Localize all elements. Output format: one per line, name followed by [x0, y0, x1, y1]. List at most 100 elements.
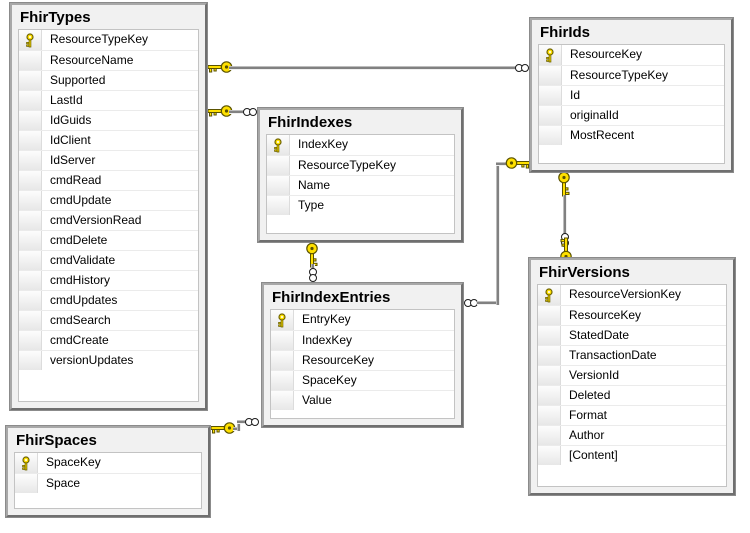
- column-row[interactable]: cmdDelete: [19, 230, 198, 250]
- column-row[interactable]: SpaceKey: [15, 453, 201, 473]
- column-row[interactable]: Supported: [19, 70, 198, 90]
- column-row[interactable]: [Content]: [538, 445, 726, 465]
- column-row[interactable]: StatedDate: [538, 325, 726, 345]
- column-row[interactable]: cmdUpdate: [19, 190, 198, 210]
- relation-line[interactable]: [237, 420, 246, 424]
- key-cell: [538, 306, 561, 325]
- column-row[interactable]: cmdUpdates: [19, 290, 198, 310]
- column-row[interactable]: SpaceKey: [271, 370, 454, 390]
- column-row[interactable]: Type: [267, 195, 454, 215]
- column-row[interactable]: ResourceKey: [271, 350, 454, 370]
- column-name: ResourceKey: [570, 47, 643, 61]
- column-row[interactable]: originalId: [539, 105, 724, 125]
- many-end-infinity-icon[interactable]: [515, 64, 529, 72]
- relation-line[interactable]: [563, 195, 567, 243]
- key-cell: [539, 126, 562, 145]
- column-name: IndexKey: [298, 137, 349, 151]
- column-name: Author: [569, 428, 605, 442]
- column-grid: ResourceVersionKey ResourceKey StatedDat…: [537, 284, 727, 487]
- many-end-infinity-icon[interactable]: [245, 418, 259, 426]
- column-row[interactable]: cmdCreate: [19, 330, 198, 350]
- one-end-key-icon[interactable]: [552, 237, 578, 263]
- key-cell: [538, 346, 561, 365]
- column-row[interactable]: IndexKey: [267, 135, 454, 155]
- column-row[interactable]: cmdValidate: [19, 250, 198, 270]
- table-title[interactable]: FhirVersions: [539, 264, 630, 281]
- column-row[interactable]: IdGuids: [19, 110, 198, 130]
- column-grid: EntryKey IndexKey ResourceKey SpaceKey V…: [270, 309, 455, 419]
- table-fhirids: FhirIds ResourceKey ResourceTypeKey Id o…: [530, 18, 733, 172]
- column-row[interactable]: IdClient: [19, 130, 198, 150]
- column-row[interactable]: IndexKey: [271, 330, 454, 350]
- column-name: [Content]: [569, 448, 618, 462]
- column-row[interactable]: ResourceTypeKey: [539, 65, 724, 85]
- column-row[interactable]: TransactionDate: [538, 345, 726, 365]
- one-end-key-icon[interactable]: [552, 171, 578, 197]
- key-cell: [267, 176, 290, 195]
- key-cell: [19, 231, 42, 250]
- column-row[interactable]: Space: [15, 473, 201, 493]
- column-name: ResourceName: [50, 53, 134, 67]
- column-name: Format: [569, 408, 608, 422]
- column-row[interactable]: Id: [539, 85, 724, 105]
- column-name: cmdUpdate: [50, 193, 112, 207]
- column-row[interactable]: EntryKey: [271, 310, 454, 330]
- column-name: IdClient: [50, 133, 91, 147]
- relation-line[interactable]: [237, 420, 241, 431]
- column-row[interactable]: VersionId: [538, 365, 726, 385]
- relation-line[interactable]: [496, 162, 500, 305]
- relation-line[interactable]: [496, 162, 509, 166]
- many-end-infinity-icon[interactable]: [309, 268, 317, 282]
- one-end-key-icon[interactable]: [207, 105, 233, 119]
- table-fhirindexes: FhirIndexes IndexKey ResourceTypeKey Nam…: [258, 108, 463, 242]
- column-row[interactable]: Value: [271, 390, 454, 410]
- column-row[interactable]: cmdHistory: [19, 270, 198, 290]
- key-cell: [19, 191, 42, 210]
- relation-line[interactable]: [229, 110, 245, 114]
- column-row[interactable]: cmdSearch: [19, 310, 198, 330]
- table-title[interactable]: FhirIndexEntries: [272, 289, 391, 306]
- column-name: cmdValidate: [50, 253, 116, 267]
- relation-line[interactable]: [229, 66, 517, 70]
- column-row[interactable]: ResourceVersionKey: [538, 285, 726, 305]
- column-row[interactable]: Author: [538, 425, 726, 445]
- column-name: cmdHistory: [50, 273, 111, 287]
- column-row[interactable]: cmdVersionRead: [19, 210, 198, 230]
- column-row[interactable]: ResourceTypeKey: [19, 30, 198, 50]
- table-title[interactable]: FhirIds: [540, 24, 591, 41]
- column-name: EntryKey: [302, 312, 351, 326]
- many-end-infinity-icon[interactable]: [243, 108, 257, 116]
- one-end-key-icon[interactable]: [505, 157, 531, 171]
- column-row[interactable]: LastId: [19, 90, 198, 110]
- key-cell: [19, 351, 42, 370]
- table-title[interactable]: FhirIndexes: [268, 114, 353, 131]
- key-cell: [19, 251, 42, 270]
- column-row[interactable]: ResourceKey: [539, 45, 724, 65]
- column-row[interactable]: ResourceKey: [538, 305, 726, 325]
- column-row[interactable]: MostRecent: [539, 125, 724, 145]
- key-cell: [19, 211, 42, 230]
- column-row[interactable]: ResourceTypeKey: [267, 155, 454, 175]
- many-end-infinity-icon[interactable]: [464, 299, 478, 307]
- column-row[interactable]: versionUpdates: [19, 350, 198, 370]
- primary-key-icon: [271, 310, 294, 330]
- column-row[interactable]: Deleted: [538, 385, 726, 405]
- column-row[interactable]: IdServer: [19, 150, 198, 170]
- column-row[interactable]: Name: [267, 175, 454, 195]
- table-title[interactable]: FhirSpaces: [16, 432, 97, 449]
- column-row[interactable]: cmdRead: [19, 170, 198, 190]
- column-row[interactable]: Format: [538, 405, 726, 425]
- key-cell: [19, 271, 42, 290]
- column-grid: ResourceTypeKey ResourceName Supported L…: [18, 29, 199, 402]
- column-name: MostRecent: [570, 128, 635, 142]
- table-title[interactable]: FhirTypes: [20, 9, 91, 26]
- table-fhirindexentries: FhirIndexEntries EntryKey IndexKey Resou…: [262, 283, 463, 427]
- column-name: ResourceTypeKey: [298, 158, 397, 172]
- column-row[interactable]: ResourceName: [19, 50, 198, 70]
- relation-line[interactable]: [477, 301, 500, 305]
- key-cell: [271, 371, 294, 390]
- one-end-key-icon[interactable]: [300, 242, 326, 268]
- column-name: TransactionDate: [569, 348, 657, 362]
- key-cell: [19, 111, 42, 130]
